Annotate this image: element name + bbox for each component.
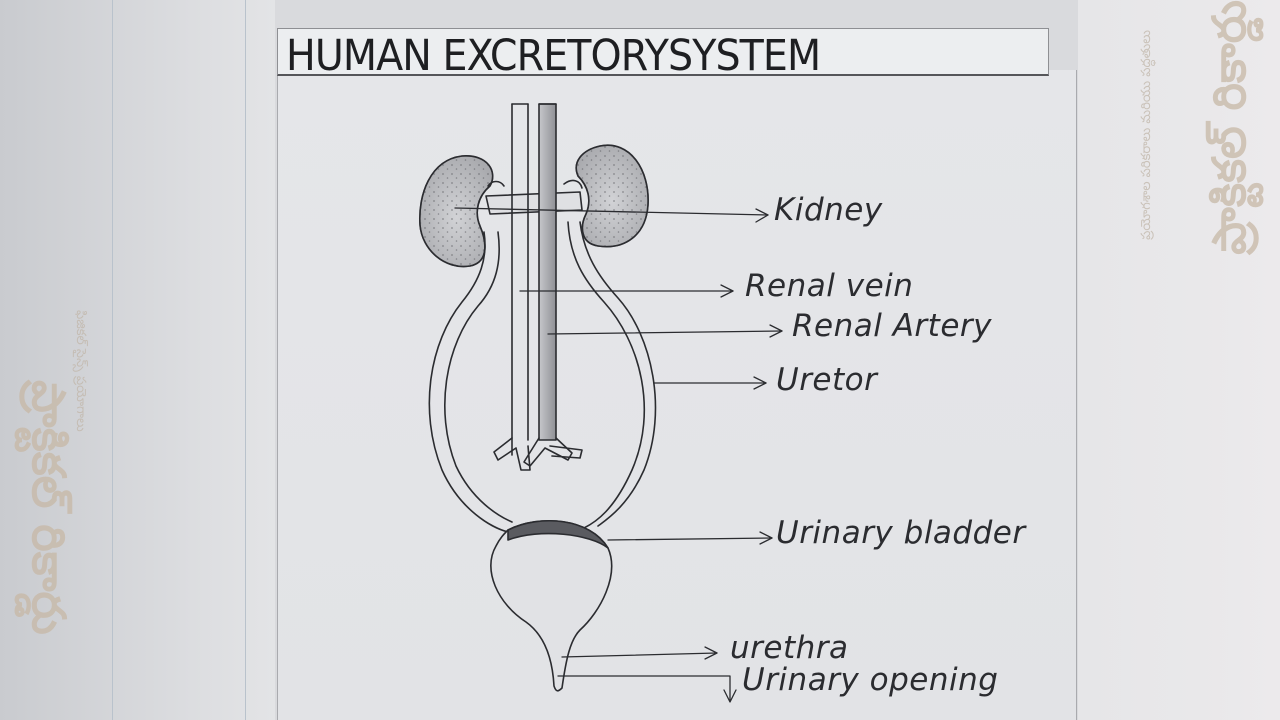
left-kidney [419,155,494,268]
ureters [428,221,657,533]
renal-vein-tube [511,103,529,456]
urethra-pointer [561,652,718,658]
label-ureter: Uretor [776,362,878,398]
page-title: HUMAN EXCRETORYSYSTEM [286,31,821,81]
right-notebook-page: ప్రాక్టికల్ రికార్డు ప్రయోగశాల పరికరాలు … [1078,0,1280,720]
right-kidney [575,144,649,248]
renal-artery-tube [538,103,557,441]
title-box: HUMAN EXCRETORYSYSTEM [277,28,1049,81]
left-notebook-page: ప్రాక్టికల్ రికార్డు ఫిజికల్ సైన్స్ ప్రయ… [0,0,275,720]
urinary-opening-pointer [557,675,731,701]
page-margin-line [112,0,113,720]
kidney-pointer [454,207,769,216]
ghost-print-text: ఫిజికల్ సైన్స్ ప్రయోగాలు [73,310,88,432]
label-urinary-opening: Urinary opening [742,662,999,698]
label-urethra: urethra [730,630,849,666]
bladder-pointer [607,537,773,541]
label-renal-vein: Renal vein [745,268,914,304]
renal-artery-pointer [547,330,783,335]
label-urinary-bladder: Urinary bladder [776,515,1026,551]
label-renal-artery: Renal Artery [792,308,992,344]
page-margin-line [245,0,246,720]
drawing-sheet [277,70,1077,720]
label-kidney: Kidney [774,192,883,228]
ghost-print-text: ప్రాక్టికల్ రికార్డు [22,380,76,635]
urinary-bladder [490,519,613,692]
